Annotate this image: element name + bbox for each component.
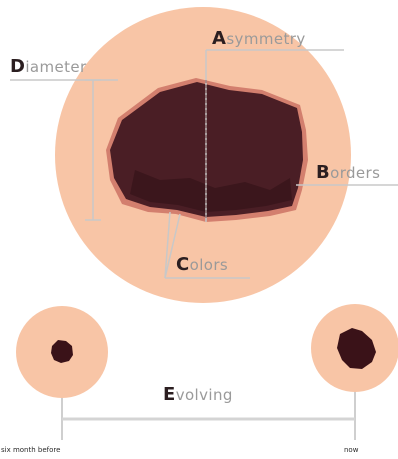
label-evolving: Evolving [163,386,233,404]
label-asymmetry: Asymmetry [212,30,306,48]
label-diameter-rest: iameter [25,58,86,76]
label-borders: Borders [316,164,380,182]
label-evolving-rest: volving [176,386,233,404]
label-evolving-initial: E [163,384,176,405]
label-colors-rest: olors [190,256,229,274]
label-borders-rest: orders [330,164,380,182]
timeline-label-before: six month before [1,447,60,454]
label-colors: Colors [176,256,228,274]
timeline-label-now: now [344,447,358,454]
label-diameter-initial: D [10,56,25,77]
label-borders-initial: B [316,162,330,183]
label-colors-initial: C [176,254,190,275]
label-diameter: Diameter [10,58,87,76]
label-asymmetry-rest: symmetry [226,30,305,48]
label-asymmetry-initial: A [212,28,226,49]
